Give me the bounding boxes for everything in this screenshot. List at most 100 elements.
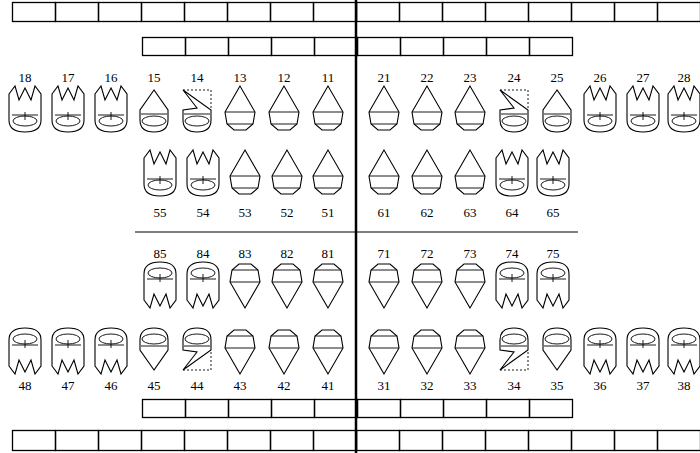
tooth-outline	[455, 150, 485, 194]
record-box	[401, 400, 444, 418]
tooth-detail	[371, 188, 397, 189]
record-box	[615, 3, 658, 22]
tooth-number: 37	[636, 379, 651, 393]
tooth-drawing	[52, 328, 84, 374]
record-box	[272, 400, 315, 418]
tooth-outline	[140, 328, 168, 370]
tooth-outline	[230, 264, 260, 308]
tooth-outline	[144, 262, 176, 308]
tooth-drawing	[537, 150, 569, 196]
tooth-drawing	[455, 86, 485, 130]
record-box	[186, 400, 229, 418]
tooth-detail	[141, 114, 167, 115]
tooth-number: 42	[277, 379, 292, 393]
record-box	[444, 38, 487, 56]
tooth-detail	[230, 282, 260, 283]
record-box	[358, 38, 401, 56]
record-box	[143, 38, 186, 56]
tooth-outline	[272, 264, 302, 308]
tooth-drawing	[369, 86, 399, 130]
record-box	[530, 400, 573, 418]
tooth-outline	[52, 328, 84, 374]
tooth-number: 27	[636, 71, 651, 85]
tooth-detail	[457, 124, 483, 125]
tooth-detail	[412, 348, 442, 349]
record-box	[443, 431, 486, 451]
tooth-number: 44	[190, 379, 205, 393]
tooth-detail	[371, 270, 397, 271]
tooth-detail	[274, 270, 300, 271]
tooth-drawing	[272, 264, 302, 308]
tooth-outline	[225, 330, 255, 374]
tooth-drawing	[369, 150, 399, 194]
tooth-detail	[269, 348, 299, 349]
tooth-drawing	[9, 86, 41, 132]
tooth-outline	[187, 262, 219, 308]
tooth-detail	[455, 282, 485, 283]
tooth-number: 85	[153, 247, 168, 261]
tooth-outline	[269, 86, 299, 130]
tooth-drawing	[412, 150, 442, 194]
tooth-number: 12	[277, 71, 292, 85]
tooth-drawing	[95, 86, 127, 132]
record-box	[13, 3, 56, 22]
occlusal-surface	[185, 116, 209, 126]
tooth-drawing	[543, 90, 571, 132]
tooth-detail	[414, 270, 440, 271]
tooth-number: 72	[420, 247, 435, 261]
tooth-drawing	[543, 328, 571, 370]
tooth-detail	[271, 336, 297, 337]
tooth-outline	[313, 86, 343, 130]
tooth-outline	[183, 90, 211, 132]
tooth-number: 25	[550, 71, 565, 85]
tooth-drawing	[412, 264, 442, 308]
tooth-detail	[232, 188, 258, 189]
tooth-outline	[496, 262, 528, 308]
record-box	[314, 431, 357, 451]
tooth-number: 43	[233, 379, 248, 393]
tooth-outline	[584, 86, 616, 132]
midline	[355, 0, 358, 453]
tooth-detail	[315, 188, 341, 189]
tooth-drawing	[496, 150, 528, 196]
tooth-detail	[272, 176, 302, 177]
tooth-detail	[457, 336, 483, 337]
record-box	[400, 431, 443, 451]
tooth-number: 17	[61, 71, 76, 85]
tooth-outline	[313, 330, 343, 374]
tooth-outline	[95, 86, 127, 132]
record-box	[315, 400, 358, 418]
record-box	[186, 38, 229, 56]
tooth-number: 51	[321, 206, 336, 220]
tooth-detail	[412, 112, 442, 113]
tooth-number: 53	[238, 206, 253, 220]
tooth-outline	[369, 86, 399, 130]
tooth-detail	[271, 124, 297, 125]
tooth-detail	[313, 176, 343, 177]
record-box	[615, 431, 658, 451]
tooth-drawing	[269, 330, 299, 374]
tooth-number: 84	[196, 247, 211, 261]
tooth-drawing	[95, 328, 127, 374]
record-box	[530, 38, 573, 56]
tooth-drawing	[313, 264, 343, 308]
record-box	[486, 431, 529, 451]
occlusal-surface	[541, 268, 565, 278]
tooth-number: 74	[505, 247, 520, 261]
tooth-outline	[500, 328, 528, 370]
tooth-number: 71	[377, 247, 392, 261]
occlusal-surface	[56, 334, 80, 344]
tooth-outline	[369, 264, 399, 308]
dashed-outline	[183, 350, 211, 370]
tooth-drawing	[272, 150, 302, 194]
tooth-drawing	[140, 328, 168, 370]
record-box	[271, 431, 314, 451]
tooth-detail	[315, 270, 341, 271]
occlusal-surface	[500, 268, 524, 278]
record-box	[143, 400, 186, 418]
tooth-detail	[315, 336, 341, 337]
tooth-detail	[544, 114, 570, 115]
tooth-detail	[369, 176, 399, 177]
tooth-detail	[313, 282, 343, 283]
